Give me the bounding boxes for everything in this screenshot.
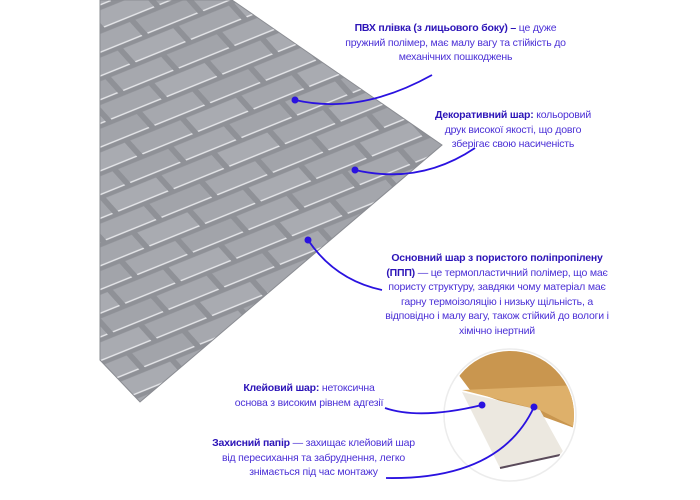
annotation-title: Клейовий шар: [243, 382, 320, 394]
annotation-text: — це термопластичний полімер, що має пор… [385, 266, 609, 337]
annotation-title: Декоративний шар: [434, 109, 534, 121]
annotation-title: Захисний папір [212, 437, 290, 449]
annotation-title: Основний шар з пористого поліпропілену (… [386, 252, 603, 279]
annotation-text: це дуже пружний полімер, має малу вагу т… [345, 22, 566, 63]
leader-dots [291, 96, 538, 411]
annotation-decorative-layer: Декоративний шар: кольоровий друк високо… [428, 108, 598, 152]
annotation-text: нетоксична основа з високим рівнем адгез… [234, 382, 384, 409]
layer-closeup [443, 348, 577, 482]
annotation-title: ПВХ плівка (з лицьового боку) – [354, 22, 517, 34]
annotation-text: кольоровий друк високої якості, що довго… [444, 109, 592, 150]
annotation-protective-paper: Захисний папір — захищає клейовий шар ві… [206, 436, 421, 480]
annotation-pvc-film: ПВХ плівка (з лицьового боку) – це дуже … [338, 21, 573, 65]
annotation-text: — захищає клейовий шар від пересихання т… [221, 437, 415, 478]
annotation-adhesive-layer: Клейовий шар: нетоксична основа з високи… [234, 381, 384, 410]
leader-lines [294, 74, 535, 479]
annotation-base-layer: Основний шар з пористого поліпропілену (… [376, 251, 618, 338]
